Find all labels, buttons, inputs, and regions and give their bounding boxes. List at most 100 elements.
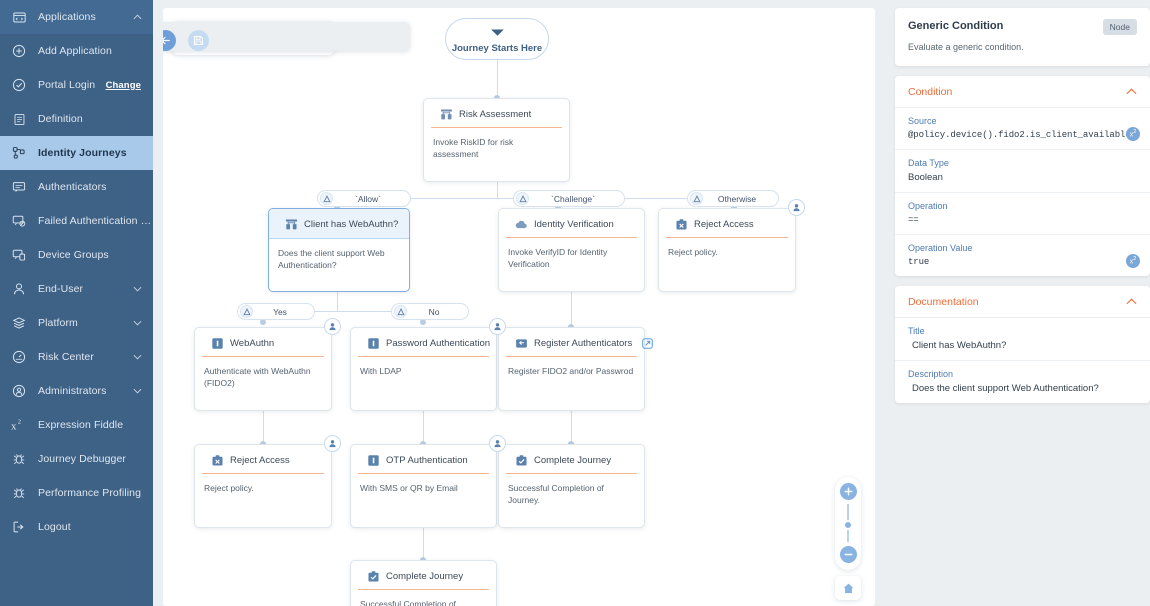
user-icon xyxy=(8,280,30,298)
journey-canvas[interactable]: Journey Starts Here Risk Assessment Invo… xyxy=(163,8,875,606)
sidebar-item-identity-journeys[interactable]: Identity Journeys xyxy=(0,136,153,170)
user-badge-icon[interactable] xyxy=(489,318,506,335)
edge xyxy=(571,408,572,444)
field-value[interactable]: == xyxy=(908,215,919,225)
sidebar-item-label: Expression Fiddle xyxy=(38,419,124,431)
node-risk-assessment[interactable]: Risk Assessment Invoke RiskID for risk a… xyxy=(423,98,570,182)
field-value[interactable]: Boolean xyxy=(908,172,943,183)
user-badge-icon[interactable] xyxy=(324,318,341,335)
node-description: With SMS or QR by Email xyxy=(360,483,458,493)
field-value[interactable]: @policy.device().fido2.is_client_availab… xyxy=(908,130,1131,140)
sidebar-item-logout[interactable]: Logout xyxy=(0,510,153,544)
external-link-icon[interactable] xyxy=(642,338,654,349)
node-otp-authentication[interactable]: OTP Authentication With SMS or QR by Ema… xyxy=(350,435,506,528)
branch-label-yes[interactable]: Yes xyxy=(237,303,315,320)
expression-editor-icon[interactable]: x2 xyxy=(1126,127,1140,141)
caret-down-icon xyxy=(490,24,505,42)
sidebar-item-label: Authenticators xyxy=(38,181,107,193)
node-title: Risk Assessment xyxy=(459,109,532,120)
documentation-section-header[interactable]: Documentation xyxy=(895,286,1150,318)
journey-start-label: Journey Starts Here xyxy=(451,43,543,54)
node-selected-header-bg xyxy=(269,209,409,239)
branch-label-allow[interactable]: `Allow` xyxy=(317,190,411,207)
back-button[interactable] xyxy=(163,30,176,51)
node-reject-access-bottom[interactable]: Reject Access Reject policy. xyxy=(194,435,341,528)
zoom-slider[interactable] xyxy=(843,504,853,542)
edge xyxy=(423,408,424,444)
sidebar-item-journey-debugger[interactable]: Journey Debugger xyxy=(0,442,153,476)
field-label: Source xyxy=(908,116,937,126)
chevron-up-icon[interactable] xyxy=(1126,297,1137,308)
change-portal-login-link[interactable]: Change xyxy=(105,79,141,91)
journey-start-node[interactable]: Journey Starts Here xyxy=(445,18,549,60)
panel-title: Generic Condition xyxy=(908,20,1004,32)
edge xyxy=(263,311,423,312)
logout-icon xyxy=(8,518,30,536)
auth-icon xyxy=(367,337,380,350)
plus-circle-icon xyxy=(8,42,30,60)
admin-icon xyxy=(8,382,30,400)
sidebar-item-definition[interactable]: Definition xyxy=(0,102,153,136)
node-password-authentication[interactable]: Password Authentication With LDAP xyxy=(350,318,506,411)
sidebar-item-authenticators[interactable]: Authenticators xyxy=(0,170,153,204)
node-identity-verification[interactable]: Identity Verification Invoke VerifyID fo… xyxy=(498,208,645,292)
zoom-slider-knob[interactable] xyxy=(843,520,853,530)
node-description: Successful Completion of Journey. xyxy=(508,483,604,506)
panel-header-card: Generic Condition Node Evaluate a generi… xyxy=(895,8,1150,66)
zoom-out-button[interactable] xyxy=(839,546,857,563)
field-value[interactable]: Client has WebAuthn? xyxy=(912,340,1007,351)
branch-label-challenge[interactable]: `Challenge` xyxy=(513,190,625,207)
field-label: Operation xyxy=(908,201,948,211)
zoom-controls xyxy=(835,477,861,570)
cloud-icon xyxy=(515,218,528,231)
node-register-authenticators[interactable]: Register Authenticators Register FIDO2 a… xyxy=(498,327,654,411)
node-type-badge: Node xyxy=(1102,19,1137,35)
node-webauthn[interactable]: WebAuthn Authenticate with WebAuthn (FID… xyxy=(194,318,341,411)
node-title: Password Authentication xyxy=(386,338,491,349)
chevron-up-icon xyxy=(133,11,142,23)
field-source: Source @policy.device().fido2.is_client_… xyxy=(895,108,1150,150)
node-reject-access-top[interactable]: Reject Access Reject policy. xyxy=(658,199,805,292)
sidebar-item-add-application[interactable]: Add Application xyxy=(0,34,153,68)
branch-label-no[interactable]: No xyxy=(391,303,469,320)
sidebar-item-applications[interactable]: Applications xyxy=(0,0,153,34)
sidebar-item-risk-center[interactable]: Risk Center xyxy=(0,340,153,374)
condition-section-header[interactable]: Condition xyxy=(895,76,1150,108)
sidebar-item-performance-profiling[interactable]: Performance Profiling xyxy=(0,476,153,510)
sidebar-item-administrators[interactable]: Administrators xyxy=(0,374,153,408)
sidebar-item-label: Device Groups xyxy=(38,249,109,261)
node-complete-journey-bottom[interactable]: Complete Journey Successful Completion o… xyxy=(350,560,497,606)
field-value[interactable]: true xyxy=(908,257,930,267)
sidebar-item-failed-authentication-rules[interactable]: Failed Authentication Rules xyxy=(0,204,153,238)
bug-icon xyxy=(8,450,30,468)
user-badge-icon[interactable] xyxy=(324,435,341,452)
condition-section: Condition Source @policy.device().fido2.… xyxy=(895,76,1150,276)
document-icon xyxy=(8,110,30,128)
branch-label-otherwise[interactable]: Otherwise xyxy=(687,190,779,207)
user-badge-icon[interactable] xyxy=(788,199,805,216)
zoom-in-button[interactable] xyxy=(839,483,857,500)
save-button[interactable] xyxy=(188,30,209,51)
condition-icon xyxy=(285,218,298,231)
edge xyxy=(423,524,424,560)
sidebar-item-portal-login[interactable]: Portal Login Change xyxy=(0,68,153,102)
sidebar-item-label: Portal Login xyxy=(38,79,96,91)
field-operation-value: Operation Value true x2 xyxy=(895,235,1150,276)
chevron-up-icon[interactable] xyxy=(1126,87,1137,98)
node-title: Complete Journey xyxy=(534,455,612,466)
branch-label-text: `Allow` xyxy=(355,193,381,204)
check-circle-icon xyxy=(8,76,30,94)
fit-home-button[interactable] xyxy=(835,576,861,600)
sidebar-item-platform[interactable]: Platform xyxy=(0,306,153,340)
sidebar-item-label: Logout xyxy=(38,521,71,533)
user-badge-icon[interactable] xyxy=(489,435,506,452)
edge xyxy=(571,291,572,327)
field-value[interactable]: Does the client support Web Authenticati… xyxy=(912,383,1099,394)
node-client-has-webauthn[interactable]: Client has WebAuthn? Does the client sup… xyxy=(268,208,410,292)
sidebar-item-end-user[interactable]: End-User xyxy=(0,272,153,306)
expression-editor-icon[interactable]: x2 xyxy=(1126,254,1140,268)
sidebar-item-device-groups[interactable]: Device Groups xyxy=(0,238,153,272)
edge xyxy=(263,408,264,444)
node-complete-journey-right[interactable]: Complete Journey Successful Completion o… xyxy=(498,444,645,528)
